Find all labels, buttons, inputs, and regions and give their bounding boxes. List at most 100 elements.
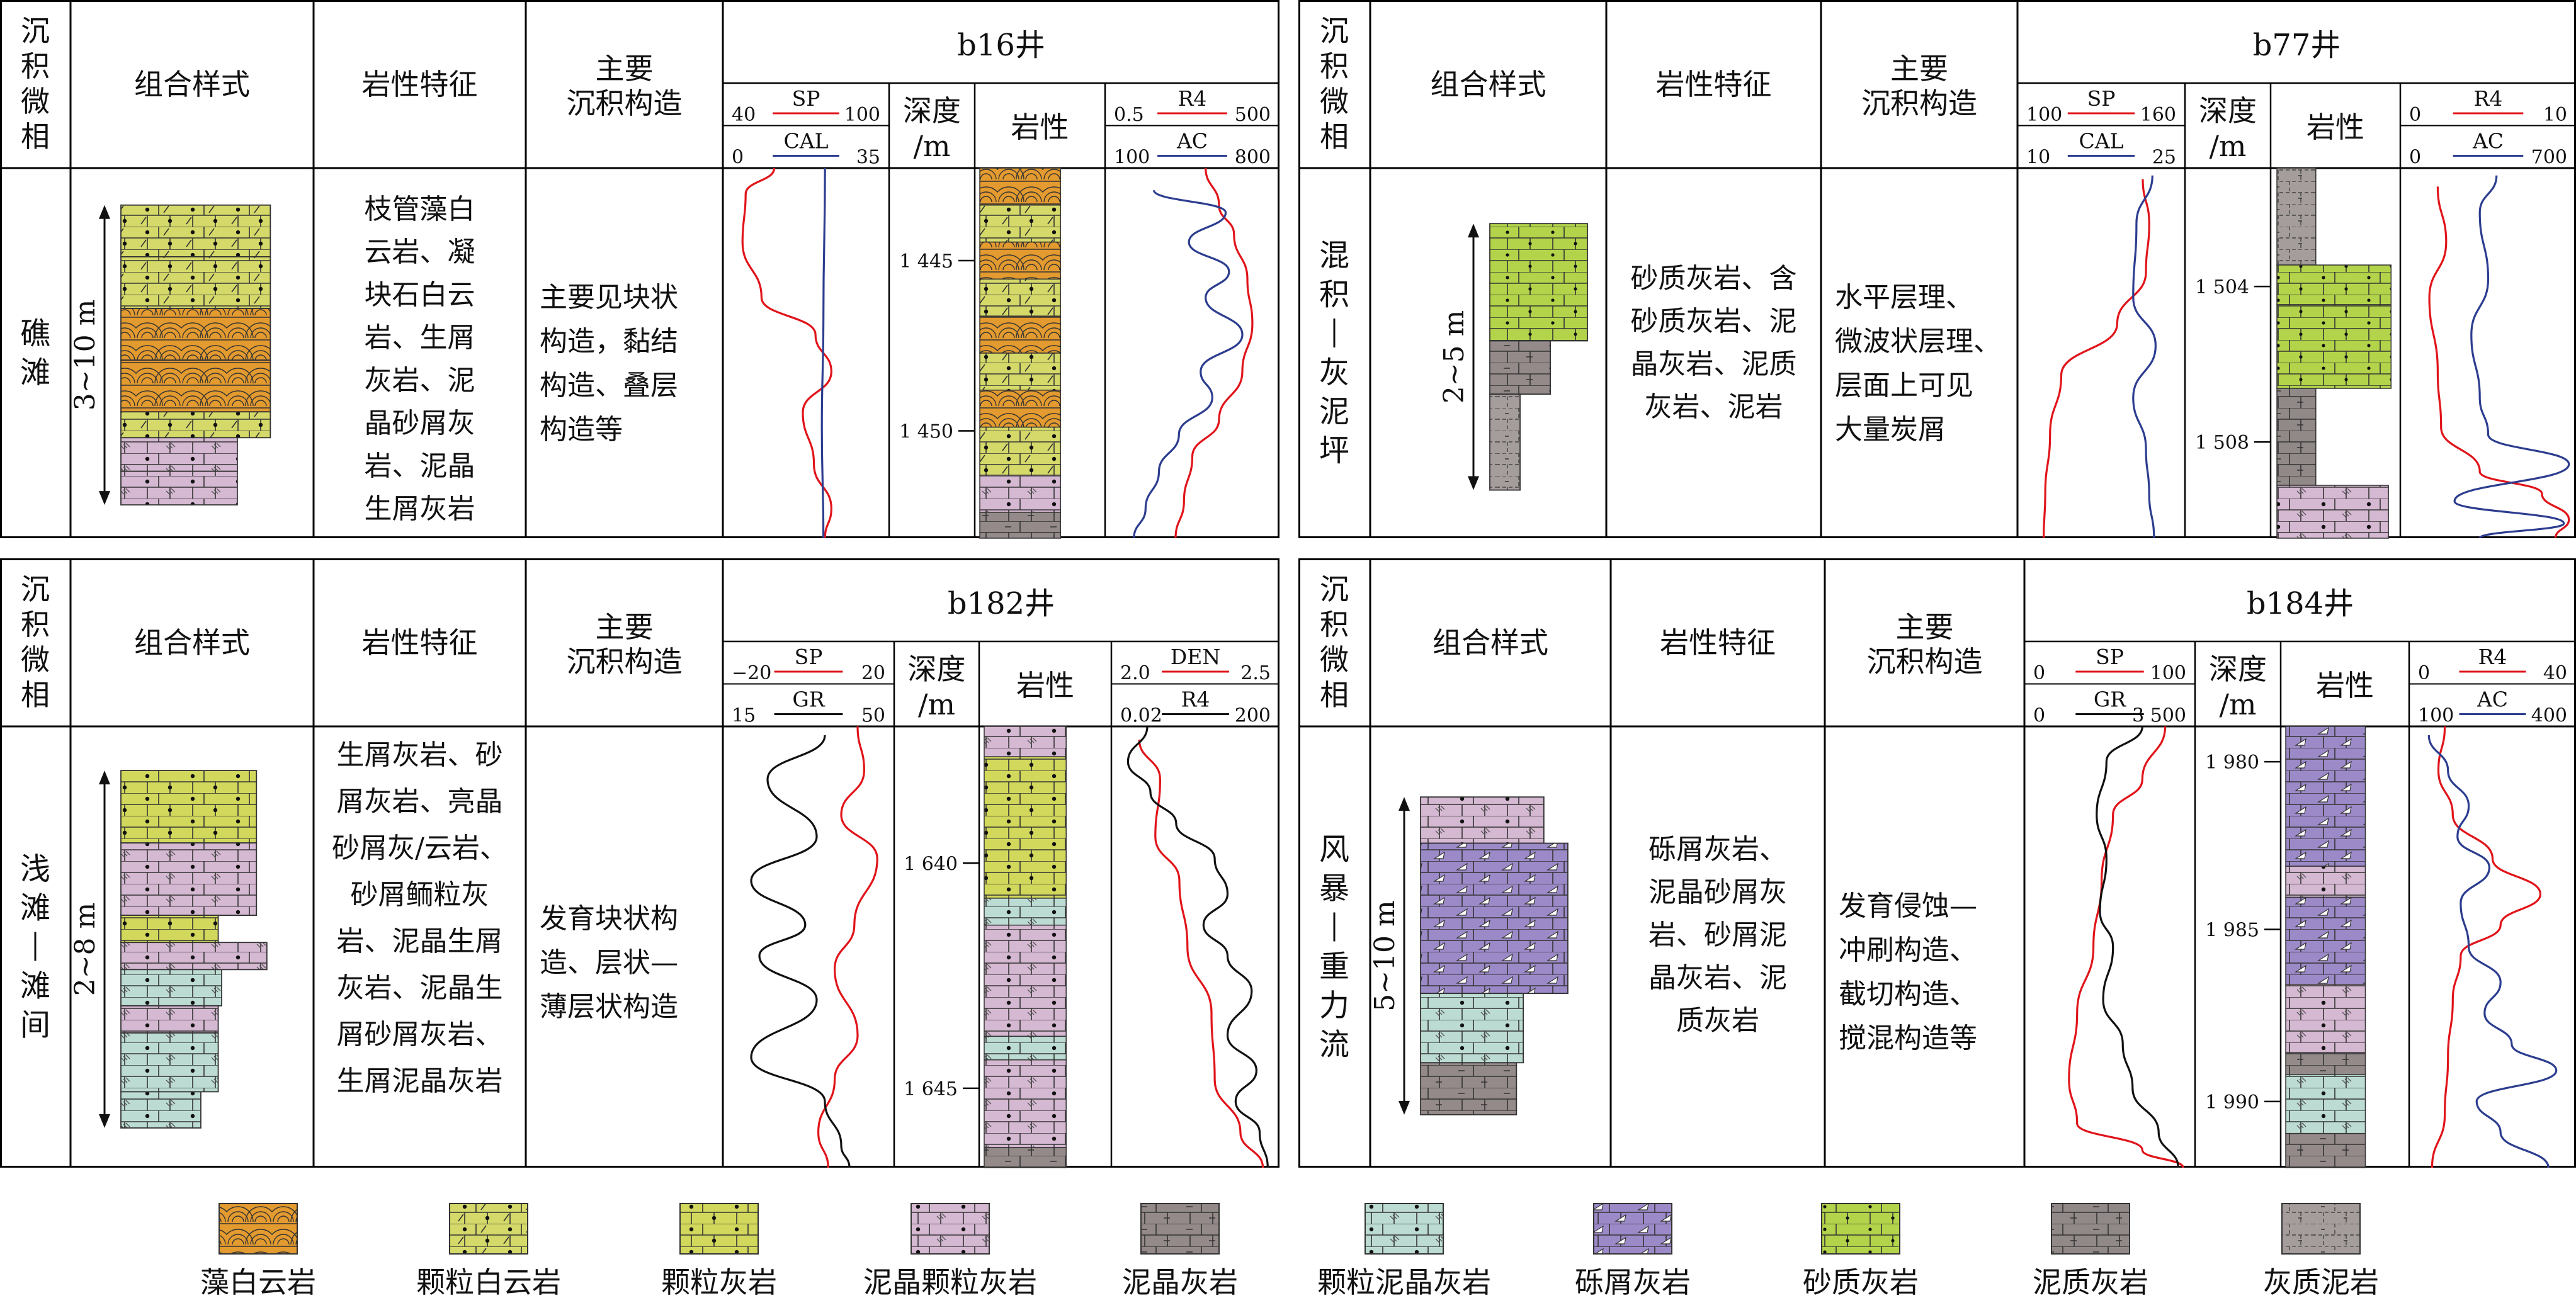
- well-name: b184井: [2247, 586, 2354, 621]
- structure-text-line: 构造、叠层: [540, 369, 678, 402]
- header-facies-char: 沉: [1320, 14, 1349, 48]
- log-curve-right: [1133, 189, 1244, 539]
- header-facies-char: 积: [21, 607, 50, 641]
- log-curve-left: [2043, 179, 2150, 539]
- facies-name-char: 流: [1319, 1027, 1349, 1063]
- column-layer: [2285, 1074, 2366, 1134]
- facies-name-char: 间: [20, 1008, 50, 1043]
- pattern-layer: [120, 204, 271, 257]
- lithology-text-line: 灰岩、泥: [365, 364, 475, 397]
- curve-name: R4: [1181, 687, 1210, 712]
- legend-label: 灰质泥岩: [2263, 1265, 2379, 1299]
- curve-min: 100: [1114, 147, 1150, 169]
- lithology-text-line: 砾屑灰岩、: [1648, 833, 1787, 866]
- lithology-text-line: 灰岩、泥岩: [1645, 391, 1783, 423]
- log-curve-left: [817, 726, 878, 1168]
- header-facies-char: 微: [21, 643, 50, 677]
- facies-name-char: 礁: [20, 316, 50, 351]
- log-curve-right: [2427, 735, 2558, 1168]
- log-curve-right: [1174, 167, 1254, 539]
- well-name: b77井: [2253, 28, 2341, 63]
- curve-name: CAL: [2079, 129, 2124, 154]
- curve-min: 0: [2418, 662, 2430, 684]
- pattern-layer: [120, 969, 222, 1007]
- lithology-text-line: 岩、砂屑泥: [1648, 919, 1787, 951]
- curve-min: 100: [2418, 705, 2454, 727]
- legend-label: 砾屑灰岩: [1575, 1265, 1691, 1299]
- structure-text-line: 层面上可见: [1835, 369, 1973, 402]
- header-facies-char: 沉: [21, 572, 50, 606]
- header-depth: 深度: [2209, 652, 2267, 686]
- curve-max: 160: [2140, 104, 2176, 126]
- curve-name: GR: [2094, 687, 2126, 712]
- depth-tick-label: 1 450: [899, 420, 953, 443]
- facies-name-char: 滩: [20, 355, 50, 390]
- depth-tick-label: 1 990: [2205, 1091, 2259, 1114]
- curve-max: 50: [861, 705, 885, 727]
- curve-name: GR: [792, 687, 825, 712]
- column-layer: [2285, 1052, 2366, 1075]
- structure-text-line: 冲刷构造、: [1839, 934, 1977, 966]
- header-lithology: 岩性: [2316, 668, 2374, 702]
- curve-max: 700: [2531, 147, 2567, 169]
- lithology-text-line: 灰岩、泥晶生: [337, 972, 503, 1004]
- curve-name: AC: [1176, 129, 1208, 154]
- lithology-text-line: 岩、泥晶: [365, 450, 475, 482]
- lithology-text-line: 块石白云: [365, 279, 475, 311]
- facies-name-char: 灰: [1319, 355, 1349, 390]
- column-layer: [2276, 167, 2317, 266]
- column-layer: [2285, 866, 2366, 898]
- lithology-text-line: 岩、生屑: [365, 322, 475, 354]
- header-depth: 深度: [903, 94, 961, 128]
- panel-frame: [1298, 0, 2576, 538]
- pattern-layer: [120, 1005, 219, 1034]
- lithology-text-line: 泥晶砂屑灰: [1648, 876, 1787, 908]
- header-facies-char: 积: [21, 49, 50, 83]
- legend-label: 泥晶颗粒灰岩: [863, 1265, 1037, 1299]
- facies-name-char: 滩: [20, 969, 50, 1004]
- header-lithology: 岩性: [1016, 668, 1074, 702]
- column-layer: [984, 726, 1067, 757]
- column-layer: [979, 475, 1062, 513]
- curve-name: R4: [2478, 645, 2507, 669]
- log-curve-right: [2453, 175, 2570, 539]
- legend-swatch-calcmud: [2281, 1203, 2361, 1255]
- legend-label: 颗粒灰岩: [661, 1265, 777, 1299]
- lithology-text-line: 生屑灰岩、砂: [337, 739, 503, 771]
- column-layer: [979, 278, 1062, 317]
- lithology-text-line: 生屑灰岩: [365, 493, 475, 525]
- legend-swatch-micrite: [1140, 1203, 1220, 1255]
- lithology-text-line: 砂屑鲕粒灰: [351, 879, 489, 911]
- facies-name-char: 混: [1319, 238, 1349, 273]
- log-curve-left: [2132, 175, 2157, 539]
- curve-min: 0.5: [1114, 104, 1144, 126]
- column-layer: [2276, 388, 2317, 486]
- pattern-layer: [120, 1032, 219, 1093]
- header-lithology-features: 岩性特征: [362, 67, 478, 101]
- header-structures-line: 主要: [1890, 52, 1948, 86]
- lithology-text-line: 晶砂屑灰: [365, 407, 475, 439]
- lithology-text-line: 晶灰岩、泥质: [1631, 348, 1797, 380]
- pattern-layer: [120, 770, 258, 843]
- legend-swatch-rudite: [1593, 1203, 1672, 1255]
- header-depth-unit: /m: [2219, 687, 2256, 721]
- curve-name: DEN: [1171, 645, 1220, 669]
- lithology-text-line: 砂屑灰/云岩、: [332, 832, 508, 864]
- curve-min: −20: [732, 662, 771, 684]
- curve-min: 40: [732, 104, 756, 126]
- legend-label: 泥晶灰岩: [1122, 1265, 1238, 1299]
- log-curve-left: [741, 167, 832, 539]
- lithology-text-line: 屑砂屑灰岩、: [337, 1018, 503, 1051]
- facies-name-char: 暴: [1319, 871, 1349, 906]
- legend-label: 藻白云岩: [200, 1265, 316, 1299]
- curve-max: 100: [2150, 662, 2186, 684]
- pattern-layer: [1420, 1062, 1518, 1115]
- legend-label: 砂质灰岩: [1803, 1265, 1919, 1299]
- depth-tick-label: 1 645: [904, 1078, 958, 1100]
- lithology-text-line: 岩、泥晶生屑: [337, 925, 503, 957]
- column-layer: [2285, 1132, 2366, 1168]
- curve-name: SP: [795, 645, 823, 669]
- pattern-layer: [120, 256, 271, 309]
- log-curve-left: [820, 167, 826, 539]
- lithology-text-line: 晶灰岩、泥: [1648, 962, 1787, 994]
